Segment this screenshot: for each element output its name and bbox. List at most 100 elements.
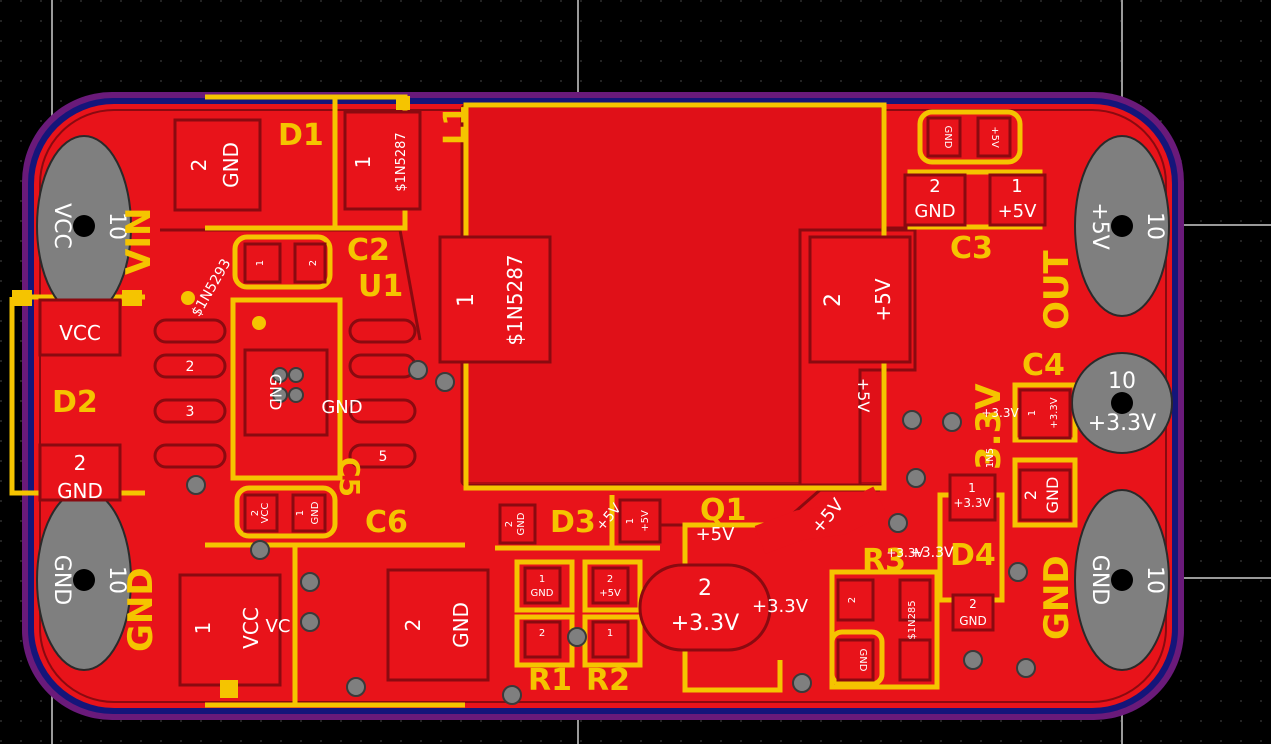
u1-pin-2[interactable] — [153, 353, 227, 379]
pad-label-c6-2-net: GND — [449, 602, 473, 648]
pad-label-c2-1: 1 — [255, 260, 266, 266]
u1-pin-1[interactable] — [153, 318, 227, 344]
r3-pad-1[interactable] — [898, 578, 932, 622]
vcc-pin-number: 10 — [104, 212, 129, 240]
out33-net-label: +3.3V — [1088, 411, 1156, 436]
d2-pad-2[interactable] — [38, 443, 122, 502]
d1-pad-2[interactable] — [173, 118, 262, 212]
pad-label-c6-1: 1 — [191, 622, 215, 635]
pad-label-q1-33: +3.3V — [752, 596, 809, 617]
silk-r3: R3 — [862, 543, 906, 578]
gnd-left-net-label: GND — [49, 555, 74, 605]
out5-pin-number: 10 — [1142, 212, 1167, 240]
u1-pin-6[interactable] — [348, 398, 417, 424]
d1-pad-1[interactable] — [343, 110, 422, 211]
u1-pin-3[interactable] — [153, 398, 227, 424]
u1-gnd-pad[interactable] — [243, 348, 329, 437]
pad-label-d4-1-net: +3.3V — [953, 496, 991, 510]
pad-label-q1-2-net: +3.3V — [671, 611, 739, 636]
pad-label-l1-1-net: $1N5287 — [503, 254, 527, 345]
silk-d4: D4 — [950, 538, 996, 573]
pad-label-d4-small: 1N5 — [985, 448, 996, 468]
r1-pad-1[interactable] — [523, 566, 562, 605]
connector-out-5v[interactable]: 10 +5V — [1074, 135, 1170, 317]
pad-label-c3-2-num: 2 — [929, 176, 940, 197]
pad-label-r1-2: 2 — [539, 628, 545, 639]
u1-pin-8[interactable] — [348, 318, 417, 344]
pad-label-r2-2: 2 — [607, 574, 613, 585]
c2-pad-2[interactable] — [293, 242, 327, 284]
pad-label-r3-2: 2 — [847, 597, 858, 603]
silk-c4: C4 — [1022, 348, 1065, 383]
pad-label-d2-2-net: GND — [57, 479, 103, 503]
q1-pad-2[interactable] — [638, 563, 772, 652]
pad-label-d1-1-net: $1N5287 — [394, 132, 409, 191]
pad-label-u1-p5: 5 — [379, 449, 388, 465]
silk-u1: U1 — [358, 269, 403, 304]
r2-pad-2[interactable] — [591, 566, 630, 605]
c4-pad-1[interactable] — [1018, 388, 1072, 440]
vcc-net-label: VCC — [49, 203, 74, 249]
c6-pad-1[interactable] — [178, 573, 282, 687]
silk-l1: L1 — [438, 105, 473, 145]
silk-c3: C3 — [950, 231, 993, 266]
pad-label-d4-2: 2 — [969, 597, 977, 611]
c4-pad-2[interactable] — [1018, 468, 1072, 522]
c3-top-gnd-pad[interactable] — [926, 116, 962, 158]
pad-label-r3-1-net: $1N285 — [907, 600, 918, 639]
c3-top-5v-pad[interactable] — [976, 116, 1012, 158]
pad-label-d1-1-num: 1 — [351, 156, 375, 169]
pad-label-extra-33: +3.3V — [910, 545, 954, 561]
pad-label-l1-2-num: 2 — [821, 293, 846, 307]
pad-label-c2-2: 2 — [308, 260, 319, 266]
pad-label-c3-top-5v: +5V — [989, 126, 1000, 148]
pad-label-d4-1: 1 — [968, 481, 976, 495]
pad-label-q1-top: +5V — [696, 524, 736, 545]
l1-pad-1[interactable] — [438, 235, 552, 364]
pad-label-u1-p3: 3 — [186, 404, 195, 420]
d-gnd-pad[interactable] — [836, 638, 875, 682]
u1-pin-4[interactable] — [153, 443, 227, 469]
pad-label-c5-2: 2 — [250, 510, 261, 516]
pad-label-c6-vc: VC — [266, 616, 291, 637]
d3-pad-2[interactable] — [498, 503, 537, 545]
c5-pad-1[interactable] — [291, 493, 327, 533]
u1-pin-7[interactable] — [348, 353, 417, 379]
pad-label-r1-1-net: GND — [531, 588, 554, 599]
d2-pad-vcc[interactable] — [38, 298, 122, 357]
c2-pad-1[interactable] — [243, 242, 282, 284]
connector-out-3v3[interactable]: 10 +3.3V — [1071, 352, 1173, 454]
pad-label-r2-1: 1 — [607, 628, 613, 639]
pad-label-d4-gnd: GND — [857, 649, 868, 672]
l1-pad-2[interactable] — [808, 235, 912, 364]
r2-pad-1[interactable] — [591, 620, 630, 659]
pad-label-c4-2: 2 — [1021, 490, 1040, 500]
r1-pad-2[interactable] — [523, 620, 562, 659]
pad-label-c6-1-net: VCC — [239, 607, 263, 649]
silk-d3: D3 — [550, 505, 596, 540]
c6-pad-2[interactable] — [386, 568, 490, 682]
pad-label-c6-2: 2 — [401, 619, 425, 632]
d4-pad-1[interactable] — [948, 473, 997, 522]
d-1n5-pad[interactable] — [898, 638, 932, 682]
pad-label-r1-1: 1 — [539, 574, 545, 585]
c3-pad-1[interactable] — [988, 173, 1047, 227]
silk-3v3: 3.3V — [969, 383, 1009, 470]
r3-pad-2[interactable] — [836, 578, 875, 622]
c5-pad-2[interactable] — [243, 493, 279, 533]
d4-pad-2[interactable] — [951, 593, 995, 632]
connector-vcc[interactable]: 10 VCC — [36, 135, 132, 317]
pad-label-c5-1: 1 — [295, 510, 306, 516]
u1-pin-5[interactable] — [348, 443, 417, 469]
pad-label-d3-2-net: GND — [516, 512, 527, 535]
out33-pin-number: 10 — [1108, 369, 1136, 394]
pad-label-d4-2-net: GND — [959, 614, 987, 628]
connector-gnd-left[interactable]: 10 GND — [36, 489, 132, 671]
connector-gnd-right[interactable]: 10 GND — [1074, 489, 1170, 671]
d3-pad-1[interactable] — [618, 498, 662, 544]
pad-label-q1-2: 2 — [698, 576, 712, 601]
pad-label-l1-1-num: 1 — [454, 293, 479, 307]
silk-d2: D2 — [52, 385, 98, 420]
c3-pad-2[interactable] — [903, 173, 967, 227]
